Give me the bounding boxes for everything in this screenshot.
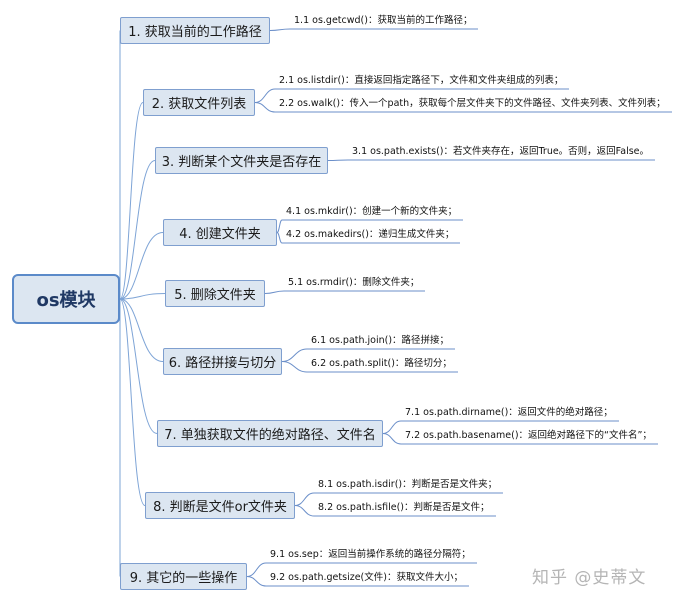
branch-6-to-leaf-2 xyxy=(281,361,458,373)
root-to-branch-8 xyxy=(119,298,146,506)
watermark: 知乎 @史蒂文 xyxy=(532,568,647,588)
branch-node-1[interactable]: 1. 获取当前的工作路径 xyxy=(120,17,270,44)
root-to-branch-2 xyxy=(119,102,144,300)
branch-node-4[interactable]: 4. 创建文件夹 xyxy=(163,219,277,246)
branch-2-to-leaf-1 xyxy=(254,88,569,103)
branch-node-5[interactable]: 5. 删除文件夹 xyxy=(165,280,265,307)
leaf-2-2[interactable]: 2.2 os.walk()：传入一个path，获取每个层文件夹下的文件路径、文件… xyxy=(279,98,666,109)
branch-9-to-leaf-1 xyxy=(246,562,477,577)
leaf-3-1[interactable]: 3.1 os.path.exists()：若文件夹存在，返回True。否则，返回… xyxy=(352,146,650,157)
branch-node-3[interactable]: 3. 判断某个文件夹是否存在 xyxy=(155,147,328,174)
branch-3-to-leaf-1 xyxy=(327,159,655,161)
leaf-6-1[interactable]: 6.1 os.path.join()：路径拼接； xyxy=(311,335,450,346)
branch-1-to-leaf-1 xyxy=(269,28,478,31)
leaf-8-2[interactable]: 8.2 os.path.isfile()：判断是否是文件； xyxy=(318,502,490,513)
branch-node-6[interactable]: 6. 路径拼接与切分 xyxy=(163,348,282,375)
leaf-4-1[interactable]: 4.1 os.mkdir()：创建一个新的文件夹； xyxy=(286,206,458,217)
branch-4-to-leaf-2 xyxy=(276,232,460,244)
leaf-7-2[interactable]: 7.2 os.path.basename()：返回绝对路径下的“文件名”； xyxy=(405,430,652,441)
root-node[interactable]: os模块 xyxy=(12,274,120,324)
root-to-branch-6 xyxy=(119,298,164,362)
branch-8-to-leaf-1 xyxy=(294,492,503,506)
branch-7-to-leaf-1 xyxy=(382,420,619,434)
branch-node-2[interactable]: 2. 获取文件列表 xyxy=(143,89,255,116)
root-to-branch-3 xyxy=(119,160,156,300)
branch-9-to-leaf-2 xyxy=(246,576,469,587)
leaf-9-2[interactable]: 9.2 os.path.getsize(文件)：获取文件大小； xyxy=(270,572,463,583)
leaf-2-1[interactable]: 2.1 os.listdir()：直接返回指定路径下，文件和文件夹组成的列表； xyxy=(279,75,564,86)
root-to-branch-4 xyxy=(119,232,164,300)
branch-node-9[interactable]: 9. 其它的一些操作 xyxy=(120,563,247,590)
root-to-branch-5 xyxy=(119,293,166,300)
branch-node-7[interactable]: 7. 单独获取文件的绝对路径、文件名 xyxy=(157,420,383,447)
leaf-1-1[interactable]: 1.1 os.getcwd()：获取当前的工作路径； xyxy=(294,15,473,26)
branch-7-to-leaf-2 xyxy=(382,433,658,445)
branch-8-to-leaf-2 xyxy=(294,505,496,517)
leaf-7-1[interactable]: 7.1 os.path.dirname()：返回文件的绝对路径； xyxy=(405,407,613,418)
leaf-4-2[interactable]: 4.2 os.makedirs()：递归生成文件夹； xyxy=(286,229,455,240)
branch-5-to-leaf-1 xyxy=(264,290,425,294)
leaf-6-2[interactable]: 6.2 os.path.split()：路径切分； xyxy=(311,358,452,369)
root-to-branch-7 xyxy=(119,298,158,434)
branch-2-to-leaf-2 xyxy=(254,102,672,113)
branch-4-to-leaf-1 xyxy=(276,219,463,233)
leaf-9-1[interactable]: 9.1 os.sep：返回当前操作系统的路径分隔符； xyxy=(270,549,471,560)
branch-6-to-leaf-1 xyxy=(281,348,455,362)
leaf-8-1[interactable]: 8.1 os.path.isdir()：判断是否是文件夹； xyxy=(318,479,498,490)
leaf-5-1[interactable]: 5.1 os.rmdir()：删除文件夹； xyxy=(288,277,420,288)
branch-node-8[interactable]: 8. 判断是文件or文件夹 xyxy=(145,492,295,519)
